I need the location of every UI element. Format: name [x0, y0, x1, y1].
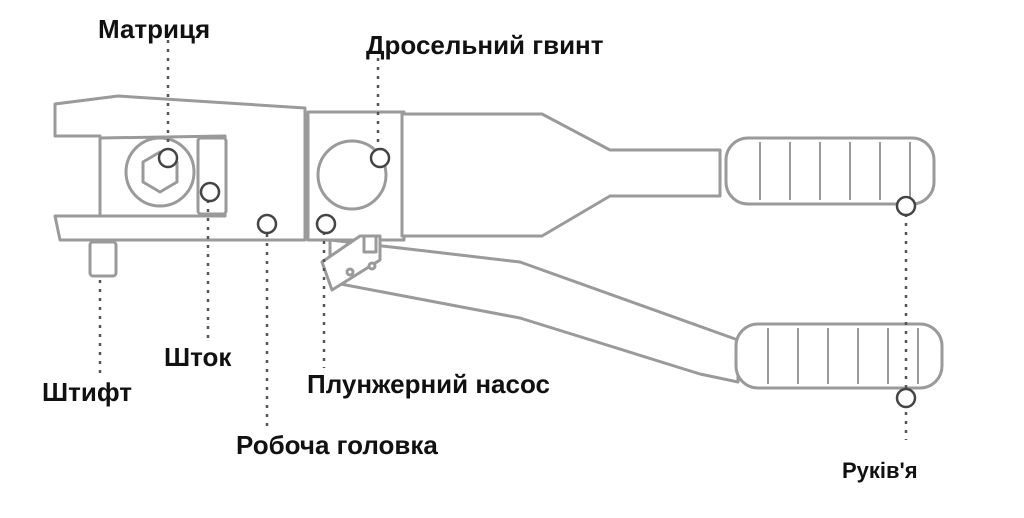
marker-head	[256, 213, 278, 235]
label-handles: Руків'я	[842, 458, 918, 483]
label-pin: Штифт	[42, 377, 132, 407]
pump-circle	[316, 139, 388, 211]
label-matrix: Матриця	[98, 14, 211, 44]
label-plunger-pump: Плунжерний насос	[307, 369, 550, 399]
marker-pump	[315, 213, 337, 235]
marker-handles-upper	[895, 195, 917, 217]
pin-stub	[88, 240, 118, 278]
pump-lever-stub	[362, 234, 378, 254]
label-working-head: Робоча головка	[236, 430, 438, 460]
lower-handle-arm	[328, 238, 740, 384]
marker-matrix	[157, 147, 179, 169]
marker-throttle	[369, 147, 391, 169]
rod-block	[196, 136, 228, 216]
label-rod: Шток	[164, 342, 232, 372]
marker-rod	[199, 181, 221, 203]
upper-grip	[724, 136, 936, 206]
lower-grip	[734, 322, 944, 390]
marker-handles-lower	[895, 387, 917, 409]
cylinder-section	[400, 112, 722, 238]
label-throttle-screw: Дросельний гвинт	[366, 30, 604, 60]
